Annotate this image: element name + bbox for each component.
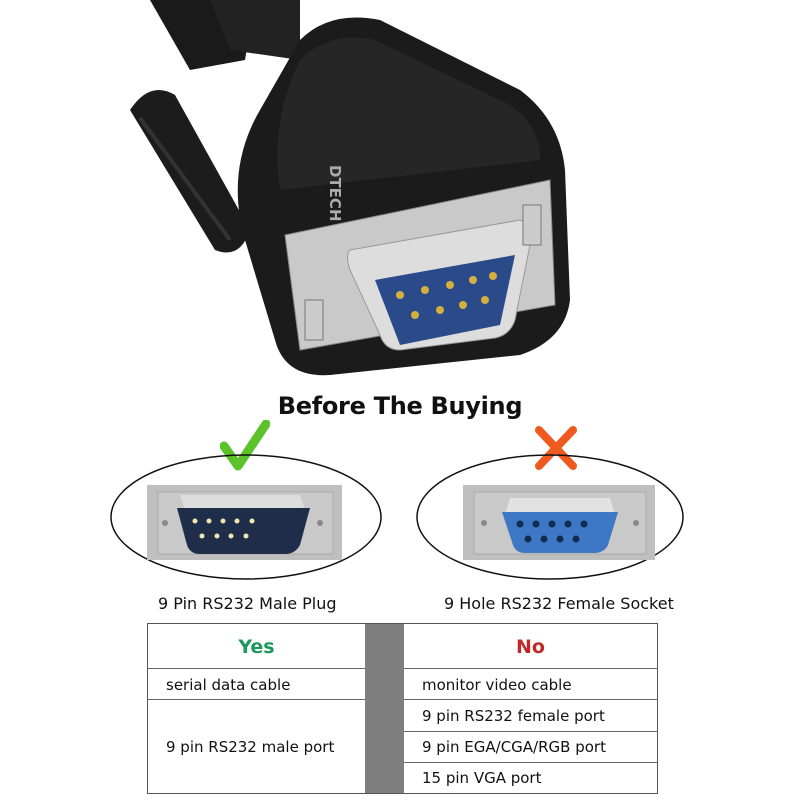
no-header: No	[516, 635, 545, 658]
no-item: 15 pin VGA port	[422, 769, 542, 787]
thumb-screw-grip	[130, 90, 250, 253]
check-icon	[220, 420, 270, 471]
yes-item: 9 pin RS232 male port	[166, 737, 335, 756]
male-plug-illustration	[147, 485, 342, 560]
connector-comparison	[110, 454, 684, 580]
table-divider-column	[365, 624, 404, 793]
yes-header: Yes	[238, 635, 275, 658]
yes-item: serial data cable	[166, 675, 291, 694]
female-ellipse	[416, 454, 684, 580]
pins	[396, 272, 497, 319]
female-socket-label: 9 Hole RS232 Female Socket	[444, 594, 674, 613]
no-item: monitor video cable	[422, 675, 572, 694]
screw-right	[522, 204, 542, 246]
no-item: 9 pin RS232 female port	[422, 706, 605, 725]
screw-left	[304, 299, 324, 341]
metal-shell	[284, 179, 556, 351]
compatibility-table: Yes No serial data cable 9 pin RS232 mal…	[147, 623, 658, 794]
male-plug-label: 9 Pin RS232 Male Plug	[158, 594, 337, 613]
brand-logo: DTECH	[326, 165, 344, 222]
page-heading: Before The Buying	[277, 392, 523, 420]
db9-male-connector-photo: DTECH	[130, 0, 570, 376]
x-icon	[535, 426, 577, 470]
cable	[150, 0, 300, 70]
female-socket-illustration	[463, 485, 655, 560]
male-ellipse	[110, 454, 382, 580]
no-item: 9 pin EGA/CGA/RGB port	[422, 738, 606, 756]
